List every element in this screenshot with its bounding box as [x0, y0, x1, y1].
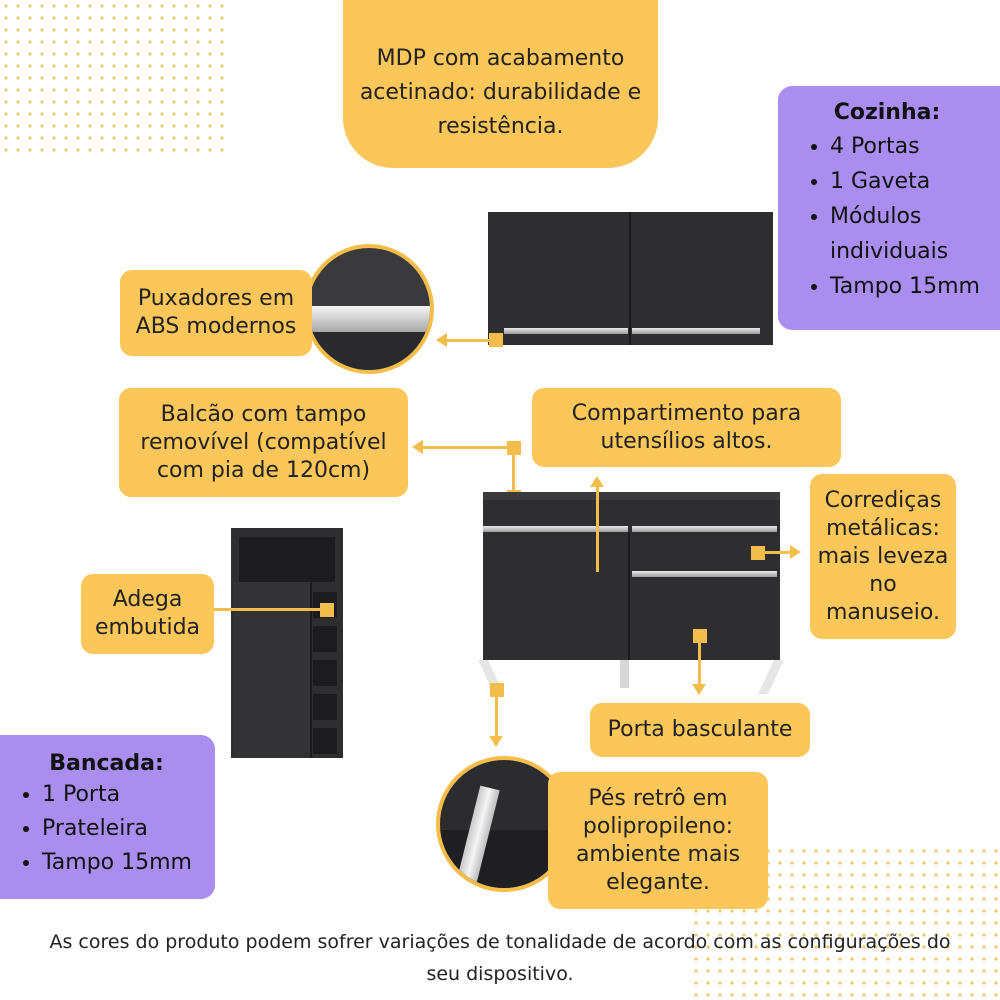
cabinet-leg — [620, 660, 629, 688]
connector-balcao-h — [422, 446, 514, 449]
base-cabinet-divider — [628, 532, 630, 660]
base-cabinet-handle-top-left — [483, 526, 628, 532]
connector-porta-basculante — [698, 642, 701, 684]
arrow-balcao — [412, 440, 423, 454]
cozinha-item: Módulos individuais — [830, 199, 990, 269]
arrow-corredicas — [790, 545, 801, 559]
footer-disclaimer: As cores do produto podem sofrer variaçõ… — [49, 931, 951, 985]
cozinha-list: 4 Portas 1 Gaveta Módulos individuais Ta… — [804, 129, 990, 304]
connector-corredicas — [764, 551, 790, 554]
bancada-cabinet — [231, 528, 343, 758]
arrow-pes — [489, 736, 503, 747]
arrow-compartimento — [590, 476, 604, 487]
cozinha-item: Tampo 15mm — [830, 269, 990, 304]
marker-corredicas — [751, 546, 765, 560]
bancada-title: Bancada: — [49, 751, 164, 776]
callout-pes-text: Pés retrô em polipropileno: ambiente mai… — [575, 785, 741, 895]
callout-adega: Adega embutida — [81, 574, 214, 654]
arrow-puxadores — [436, 333, 447, 347]
handle-detail-bar — [308, 306, 430, 332]
callout-puxadores: Puxadores em ABS modernos — [120, 270, 312, 356]
cozinha-title: Cozinha: — [833, 100, 941, 125]
marker-puxadores — [489, 333, 503, 347]
cozinha-item: 4 Portas — [830, 129, 990, 164]
connector-adega — [214, 608, 324, 611]
wine-rack-slot — [313, 626, 337, 652]
connector-puxadores — [446, 339, 494, 342]
bancada-specs: Bancada: 1 Porta Prateleira Tampo 15mm — [0, 735, 215, 899]
handle-detail-circle — [304, 244, 434, 374]
wall-cabinet-handle-left — [504, 328, 628, 334]
bancada-item: Prateleira — [42, 812, 192, 846]
handle-detail-base — [308, 332, 430, 370]
bancada-item: Tampo 15mm — [42, 846, 192, 880]
callout-compartimento: Compartimento para utensílios altos. — [532, 388, 841, 467]
wine-rack-slot — [313, 660, 337, 686]
marker-adega — [320, 603, 334, 617]
connector-balcao-v — [512, 448, 515, 494]
bancada-door — [234, 582, 312, 758]
callout-adega-text: Adega embutida — [94, 587, 201, 640]
cozinha-specs: Cozinha: 4 Portas 1 Gaveta Módulos indiv… — [778, 86, 1000, 330]
callout-balcao: Balcão com tampo removível (compatível c… — [119, 388, 408, 497]
callout-mdp: MDP com acabamento acetinado: durabilida… — [343, 0, 658, 168]
callout-porta-basculante-text: Porta basculante — [607, 717, 793, 742]
marker-pes — [490, 683, 504, 697]
dot-pattern-top-left — [0, 0, 230, 160]
base-cabinet-handle-top-right — [632, 526, 777, 532]
wall-cabinet-divider — [629, 212, 631, 345]
wine-rack-slot — [313, 694, 337, 720]
wall-cabinet — [488, 212, 773, 345]
base-cabinet-handle-drawer — [632, 571, 777, 577]
connector-pes — [495, 696, 498, 736]
arrow-porta-basculante — [692, 684, 706, 695]
cabinet-leg — [758, 660, 784, 694]
callout-mdp-text: MDP com acabamento acetinado: durabilida… — [359, 46, 642, 139]
callout-porta-basculante: Porta basculante — [590, 703, 810, 757]
base-cabinet-top — [483, 492, 780, 500]
connector-compartimento — [596, 486, 599, 572]
bancada-item: 1 Porta — [42, 778, 192, 812]
callout-pes: Pés retrô em polipropileno: ambiente mai… — [548, 772, 768, 909]
callout-corredicas: Corrediças metálicas: mais leveza no man… — [810, 474, 956, 639]
cozinha-item: 1 Gaveta — [830, 164, 990, 199]
wine-rack-slot — [313, 728, 337, 754]
bancada-open-niche — [239, 537, 335, 582]
callout-compartimento-text: Compartimento para utensílios altos. — [571, 400, 802, 454]
callout-corredicas-text: Corrediças metálicas: mais leveza no man… — [817, 487, 949, 625]
wall-cabinet-handle-right — [632, 328, 760, 334]
base-cabinet — [483, 492, 780, 660]
callout-balcao-text: Balcão com tampo removível (compatível c… — [140, 401, 387, 483]
callout-puxadores-text: Puxadores em ABS modernos — [135, 286, 297, 339]
bancada-list: 1 Porta Prateleira Tampo 15mm — [16, 778, 192, 880]
marker-porta-basculante — [693, 629, 707, 643]
